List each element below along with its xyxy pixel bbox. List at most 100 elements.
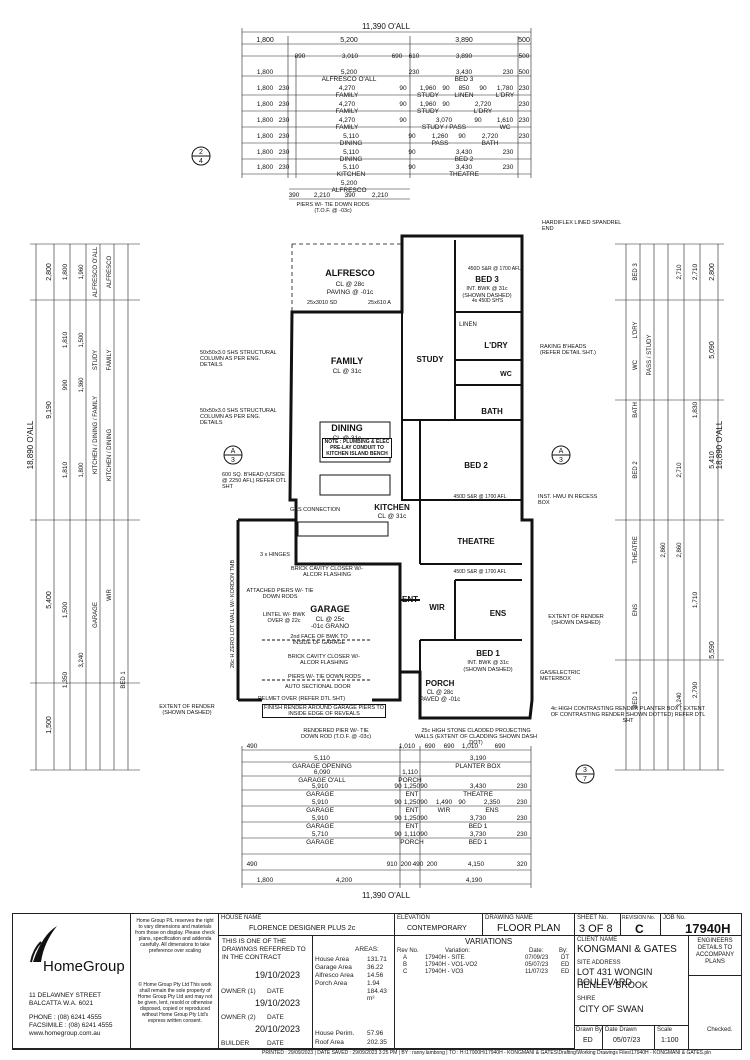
svg-text:GARAGE O'ALL: GARAGE O'ALL <box>298 777 346 784</box>
garage-door <box>262 639 372 681</box>
svg-text:3,430: 3,430 <box>470 783 487 790</box>
svg-text:L'DRY: L'DRY <box>474 108 493 115</box>
svg-text:1,500: 1,500 <box>79 332 85 348</box>
svg-text:2,210: 2,210 <box>314 192 331 199</box>
left-dim-labels: ALFRESCO O'ALL ALFRESCO STUDY FAMILY KIT… <box>93 246 127 689</box>
svg-text:PASS: PASS <box>432 140 450 147</box>
svg-text:90: 90 <box>420 799 428 806</box>
svg-text:230: 230 <box>279 117 290 124</box>
svg-text:490: 490 <box>247 743 258 750</box>
floor-plan-drawing: 11,390 O'ALL 1,800 5,200 3,890 500 890 3… <box>26 22 724 900</box>
svg-text:5,910: 5,910 <box>312 783 329 790</box>
svg-text:1,500: 1,500 <box>46 716 53 734</box>
room-ens: ENS <box>490 609 507 618</box>
room-garage: GARAGE <box>310 604 350 614</box>
svg-text:1,960: 1,960 <box>420 101 437 108</box>
room-ent: ENT <box>402 595 418 604</box>
svg-text:230: 230 <box>279 101 290 108</box>
right-dim-col-1: 2,800 5,090 5,410 5,590 <box>709 263 716 659</box>
svg-text:230: 230 <box>517 783 528 790</box>
client-name: KONGMANI & GATES <box>577 944 677 955</box>
svg-text:2,710: 2,710 <box>677 264 683 280</box>
svg-text:2,800: 2,800 <box>46 263 53 281</box>
svg-text:4,200: 4,200 <box>336 877 353 884</box>
bottom-dimensions <box>241 746 532 888</box>
svg-text:2,860: 2,860 <box>661 542 667 558</box>
svg-text:3,890: 3,890 <box>456 53 473 60</box>
svg-text:WIR: WIR <box>107 589 113 601</box>
room-porch: PORCH <box>426 679 455 688</box>
svg-text:WC: WC <box>633 359 639 370</box>
note-zero-lot: 26c H ZERO LOT WALL W/- KORDON TMB <box>230 559 236 668</box>
house-name: FLORENCE DESIGNER PLUS 2c <box>249 925 356 932</box>
svg-text:3,730: 3,730 <box>470 815 487 822</box>
copyright: © Home Group Pty Ltd This work shall rem… <box>137 982 213 1024</box>
svg-text:1,350: 1,350 <box>62 671 69 688</box>
company-name: HomeGroup <box>43 958 125 975</box>
svg-text:KITCHEN / DINING / FAMILY: KITCHEN / DINING / FAMILY <box>93 396 99 474</box>
section-marker-bottom: 3 7 <box>575 764 595 784</box>
svg-text:WIR: WIR <box>438 807 451 814</box>
svg-text:GARAGE: GARAGE <box>93 602 99 628</box>
elevation-cell: ELEVATION CONTEMPORARY <box>395 914 483 936</box>
svg-text:90: 90 <box>420 783 428 790</box>
svg-text:5,710: 5,710 <box>312 831 329 838</box>
svg-text:230: 230 <box>503 69 514 76</box>
svg-text:200: 200 <box>401 861 412 868</box>
room-wc: WC <box>500 371 512 378</box>
svg-text:FAMILY: FAMILY <box>336 124 359 131</box>
svg-text:(SHOWN DASHED): (SHOWN DASHED) <box>463 667 512 673</box>
svg-text:LINEN: LINEN <box>454 92 473 99</box>
svg-text:L'DRY: L'DRY <box>633 321 639 338</box>
plan-notes: PIERS W/- TIE DOWN RODS (T.O.F. @ -03c) … <box>159 202 705 746</box>
note-bed3-sr: 450D S&R @ 1700 AFL <box>468 266 521 272</box>
section-marker-top: 2 4 <box>191 146 211 166</box>
svg-text:230: 230 <box>409 69 420 76</box>
scale: 1:100 <box>661 1037 679 1044</box>
house-name-cell: HOUSE NAME FLORENCE DESIGNER PLUS 2c <box>219 914 395 936</box>
svg-text:4,150: 4,150 <box>468 861 485 868</box>
scale-cell: Scale 1:100 <box>655 1026 689 1049</box>
svg-text:PASS / STUDY: PASS / STUDY <box>647 335 653 376</box>
svg-text:1,500: 1,500 <box>62 601 69 618</box>
drawn-by: ED <box>583 1037 593 1044</box>
room-linen: LINEN <box>459 322 477 328</box>
svg-text:850: 850 <box>459 85 470 92</box>
svg-text:990: 990 <box>62 379 69 390</box>
room-theatre: THEATRE <box>457 537 495 546</box>
room-family: FAMILY <box>331 356 363 366</box>
sig-1-date: 19/10/2023 <box>255 970 301 980</box>
section-marker-a-left: A 3 <box>223 445 243 465</box>
top-dim-row-2: 890 3,010 690 610 3,890 500 <box>295 53 530 60</box>
svg-text:690: 690 <box>425 743 436 750</box>
note-piers-top: PIERS W/- TIE DOWN RODS (T.O.F. @ -03c) <box>296 202 370 214</box>
site-address-2: HENLEY BROOK <box>577 980 648 990</box>
svg-text:CL @ 28c: CL @ 28c <box>336 281 366 288</box>
svg-text:BED 3: BED 3 <box>455 76 474 83</box>
builder-label: BUILDER <box>221 1040 250 1047</box>
svg-text:THEATRE: THEATRE <box>463 791 494 798</box>
svg-text:ENS: ENS <box>485 807 499 814</box>
svg-text:230: 230 <box>519 101 530 108</box>
svg-text:2,210: 2,210 <box>372 192 389 199</box>
svg-text:STUDY / PASS: STUDY / PASS <box>422 124 467 131</box>
variations-cell: VARIATIONS Rev No. Variation: Date: By: … <box>395 936 575 1049</box>
svg-text:90: 90 <box>399 85 407 92</box>
svg-text:90: 90 <box>399 101 407 108</box>
svg-text:90: 90 <box>458 133 466 140</box>
svg-text:ENT: ENT <box>406 791 419 798</box>
right-dimensions <box>615 243 724 771</box>
svg-text:90: 90 <box>458 799 466 806</box>
note-brick-closer: BRICK CAVITY CLOSER W/- ALCOR FLASHING <box>291 566 363 578</box>
bottom-overall-dim: 11,390 O'ALL <box>362 891 411 900</box>
svg-text:3,430: 3,430 <box>456 164 473 171</box>
svg-text:890: 890 <box>295 53 306 60</box>
svg-text:2,720: 2,720 <box>482 133 499 140</box>
svg-text:ALFRESCO O'ALL: ALFRESCO O'ALL <box>322 76 377 83</box>
note-gas: GAS CONNECTION <box>290 507 340 513</box>
